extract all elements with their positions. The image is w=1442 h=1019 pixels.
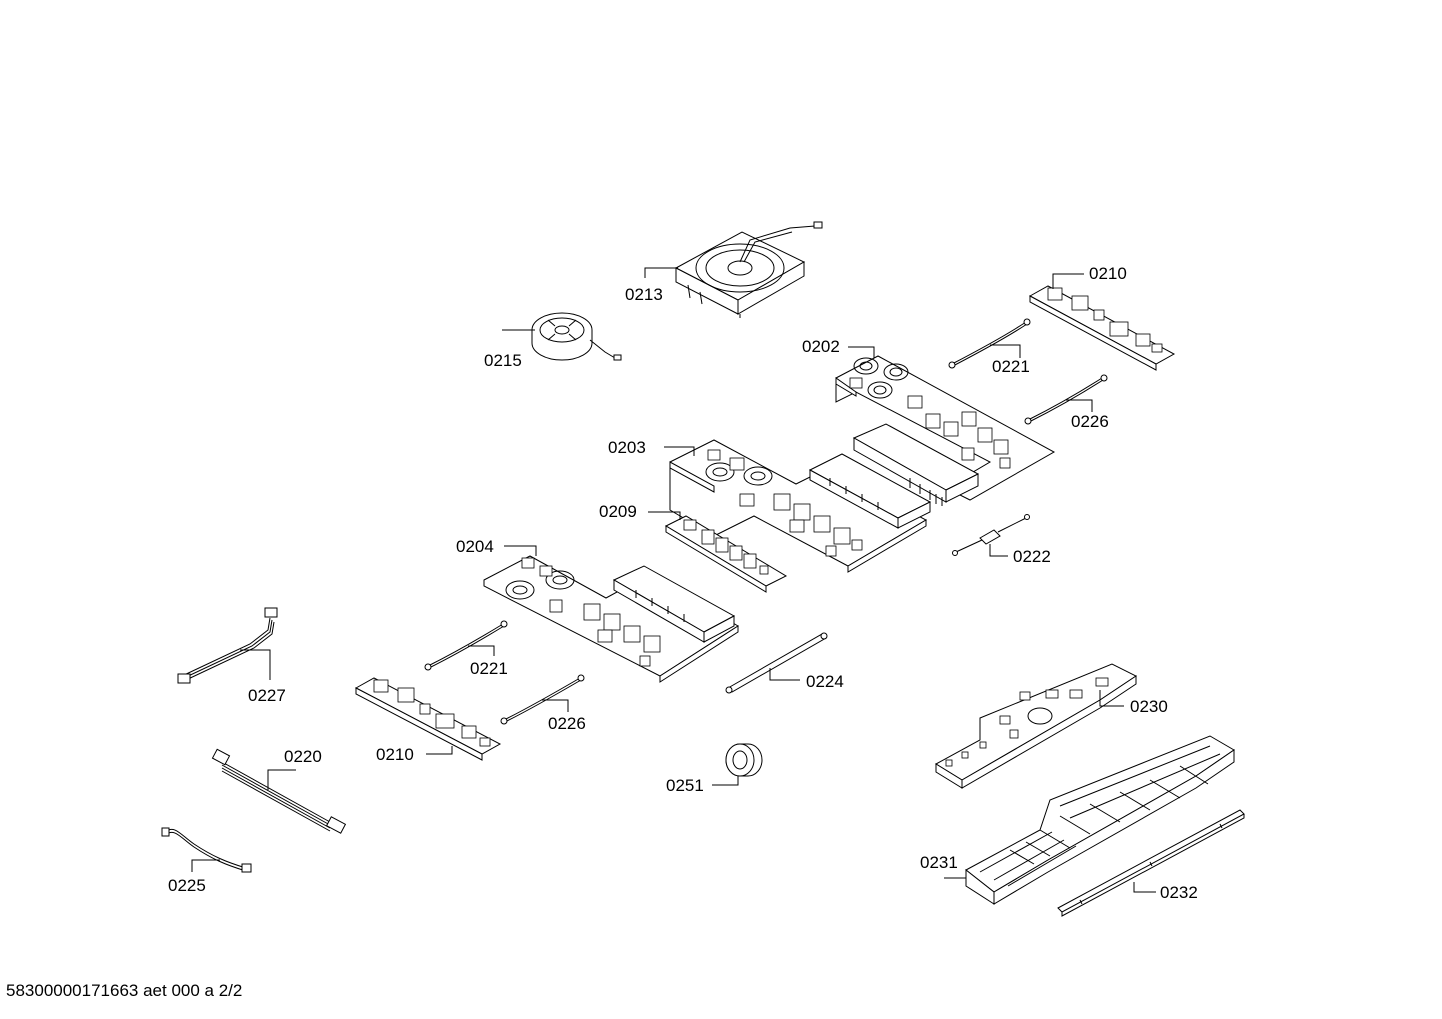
leader-0221-lower [468,645,495,656]
label-0225: 0225 [168,876,206,895]
part-0251-ferrite-ring[interactable] [725,743,763,777]
label-0220: 0220 [284,747,322,766]
part-0213-fan[interactable] [674,221,823,318]
label-0204: 0204 [456,537,494,556]
label-0226-lower: 0226 [548,714,586,733]
part-0210-board-lower[interactable] [354,677,502,761]
leader-0231 [944,872,967,879]
leader-0213 [644,267,678,278]
label-0203: 0203 [608,438,646,457]
leader-0204 [504,545,537,556]
label-0210-upper: 0210 [1089,264,1127,283]
part-0224-bar[interactable] [725,632,828,694]
leader-0230 [1099,690,1124,707]
part-0231-housing-tray[interactable] [965,735,1235,905]
leader-0222 [989,544,1008,557]
part-0204-board[interactable] [483,555,739,683]
leader-0227 [240,649,271,680]
part-0202-heatsink[interactable] [852,423,980,506]
label-0210-lower: 0210 [376,745,414,764]
label-0232: 0232 [1160,883,1198,902]
label-0215: 0215 [484,351,522,370]
part-0221-cable-upper[interactable] [948,318,1031,369]
label-0230: 0230 [1130,697,1168,716]
leader-0202 [848,346,875,358]
part-0221-cable-lower[interactable] [424,620,508,671]
label-0221-upper: 0221 [992,357,1030,376]
part-0203-heatsink[interactable] [808,453,932,529]
label-0209: 0209 [599,502,637,521]
leader-0251 [712,776,739,786]
part-0225-cable[interactable] [161,827,252,873]
part-0230-control-board[interactable] [935,663,1137,789]
part-0203-board[interactable] [669,439,928,573]
part-0226-cable-upper[interactable] [1024,374,1108,425]
leader-0209 [648,511,681,520]
part-0204-heatsink[interactable] [612,565,736,643]
label-0231: 0231 [920,853,958,872]
document-id-footer: 58300000171663 aet 000 a 2/2 [6,981,243,1000]
label-0213: 0213 [625,285,663,304]
leader-0224 [769,668,800,681]
leader-0232 [1133,882,1156,893]
part-0232-rail[interactable] [1057,809,1245,917]
leader-0220 [267,769,296,790]
label-0226-upper: 0226 [1071,412,1109,431]
leader-0225 [191,859,220,872]
leader-0203 [664,446,695,456]
label-0227: 0227 [248,686,286,705]
label-0202: 0202 [802,337,840,356]
part-0210-board-upper[interactable] [1028,285,1176,371]
leader-0226-lower [542,699,569,712]
label-0224: 0224 [806,672,844,691]
part-0220-ribbon-cable[interactable] [211,748,347,834]
leader-0221-upper [990,344,1021,358]
label-0222: 0222 [1013,547,1051,566]
leader-0226-upper [1066,399,1093,412]
leader-0210-upper [1052,273,1084,289]
part-0215-small-fan[interactable] [531,312,622,361]
label-0221-lower: 0221 [470,659,508,678]
part-0209-board[interactable] [664,515,788,593]
leader-0210-lower [426,746,453,755]
part-0227-cable[interactable] [177,607,278,684]
part-0222-ferrite-cable[interactable] [952,514,1030,556]
label-0251: 0251 [666,776,704,795]
